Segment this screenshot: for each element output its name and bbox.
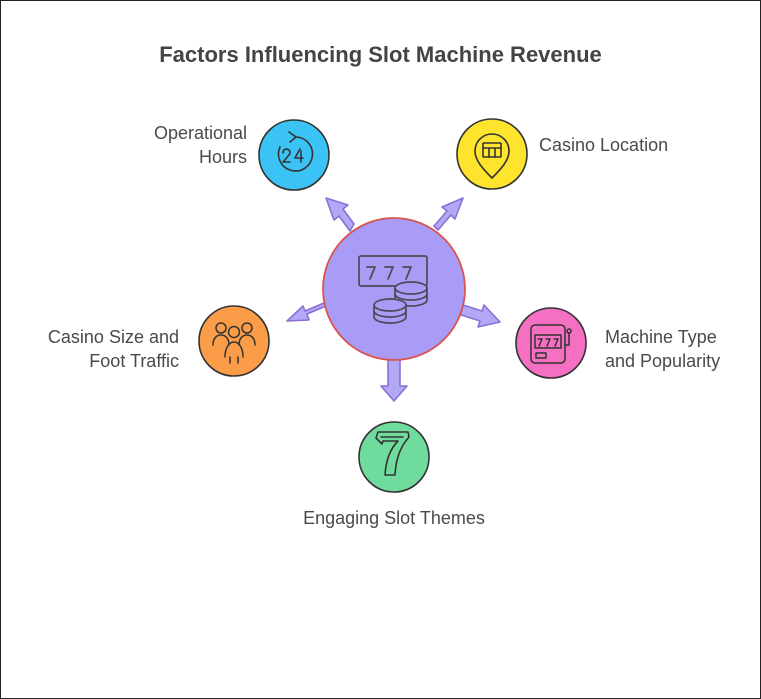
node-casino-location: [456, 118, 528, 190]
slot-777-coins-icon: [358, 255, 428, 324]
node-operational-hours: [258, 119, 330, 191]
node-machine-type: [515, 307, 587, 379]
arrow-to-casino-size: [286, 302, 327, 322]
label-casino-size: Casino Size and Foot Traffic: [47, 327, 179, 371]
location-pin-icon: [474, 133, 510, 179]
label-machine-type: Machine Type and Popularity: [605, 327, 721, 371]
diagram-title: Factors Influencing Slot Machine Revenue: [159, 42, 602, 67]
label-slot-themes: Engaging Slot Themes: [303, 508, 485, 528]
arrow-to-operational-hours: [325, 197, 355, 232]
label-casino-location: Casino Location: [539, 135, 669, 155]
node-slot-themes: [358, 421, 430, 493]
crowd-icon: [212, 322, 256, 364]
arrow-to-slot-themes: [380, 355, 408, 402]
arrow-to-machine-type: [457, 303, 501, 328]
label-operational-hours: Operational Hours: [153, 123, 247, 167]
center-node: [322, 217, 466, 361]
arrow-to-casino-location: [433, 197, 464, 231]
24-hours-icon: [277, 131, 314, 172]
slot-machine-icon: [530, 324, 572, 364]
lucky-seven-icon: [375, 431, 410, 476]
node-casino-size: [198, 305, 270, 377]
